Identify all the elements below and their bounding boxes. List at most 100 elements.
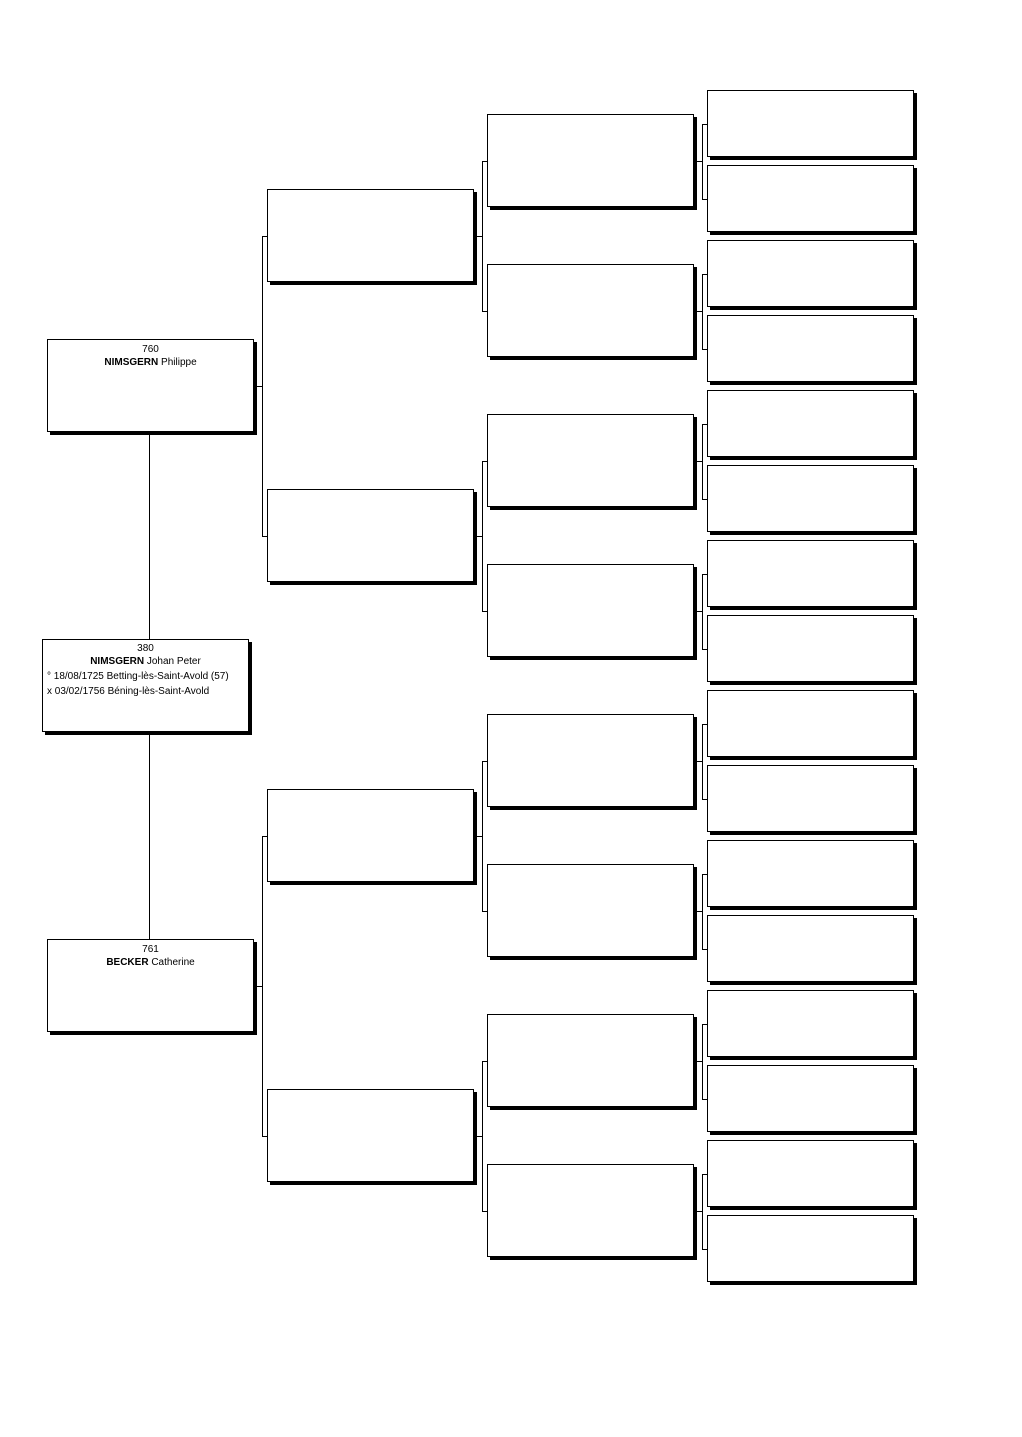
great-grandparent-box-6[interactable] [487, 864, 694, 957]
stub-great-grandparent-8 [694, 1211, 703, 1212]
stub-great-grandparent-3 [694, 461, 703, 462]
gg-grandparent-box-8[interactable] [707, 615, 914, 682]
bracket-great-grandparent-6-vertical [702, 874, 703, 950]
stub-grandparent-1 [474, 236, 483, 237]
bracket-great-grandparent-6-top [702, 874, 707, 875]
stub-grandparent-4 [474, 1136, 483, 1137]
bracket-grandparent-2-top [482, 461, 487, 462]
gg-grandparent-box-16[interactable] [707, 1215, 914, 1282]
bracket-great-grandparent-4-top [702, 574, 707, 575]
father-surname: NIMSGERN [104, 357, 159, 368]
root-marriage: x 03/02/1756 Béning-lès-Saint-Avold [47, 686, 210, 697]
great-grandparent-box-3[interactable] [487, 414, 694, 507]
bracket-grandparent-3-vertical [482, 761, 483, 912]
gg-grandparent-box-13[interactable] [707, 990, 914, 1057]
gg-grandparent-box-5[interactable] [707, 390, 914, 457]
great-grandparent-box-8[interactable] [487, 1164, 694, 1257]
bracket-father-bottom [262, 536, 267, 537]
grandparent-box-4[interactable] [267, 1089, 474, 1182]
bracket-great-grandparent-5-top [702, 724, 707, 725]
bracket-great-grandparent-5-vertical [702, 724, 703, 800]
bracket-great-grandparent-3-vertical [702, 424, 703, 500]
bracket-grandparent-1-bottom [482, 311, 487, 312]
bracket-great-grandparent-8-top [702, 1174, 707, 1175]
gg-grandparent-box-3[interactable] [707, 240, 914, 307]
bracket-great-grandparent-6-bottom [702, 949, 707, 950]
bracket-great-grandparent-8-bottom [702, 1249, 707, 1250]
bracket-great-grandparent-1-vertical [702, 124, 703, 200]
bracket-great-grandparent-7-top [702, 1024, 707, 1025]
gg-grandparent-box-12[interactable] [707, 915, 914, 982]
bracket-great-grandparent-2-top [702, 274, 707, 275]
bracket-great-grandparent-3-top [702, 424, 707, 425]
gg-grandparent-box-11[interactable] [707, 840, 914, 907]
bracket-grandparent-3-bottom [482, 911, 487, 912]
bracket-great-grandparent-2-bottom [702, 349, 707, 350]
root-birth: ° 18/08/1725 Betting-lès-Saint-Avold (57… [47, 671, 229, 682]
gg-grandparent-box-4[interactable] [707, 315, 914, 382]
gg-grandparent-box-2[interactable] [707, 165, 914, 232]
stub-great-grandparent-1 [694, 161, 703, 162]
bracket-mother-bottom [262, 1136, 267, 1137]
bracket-father-vertical [262, 236, 263, 537]
mother-given: Catherine [151, 957, 195, 968]
bracket-great-grandparent-2-vertical [702, 274, 703, 350]
father-number: 760 [142, 344, 159, 355]
stub-great-grandparent-6 [694, 911, 703, 912]
gg-grandparent-box-15[interactable] [707, 1140, 914, 1207]
bracket-grandparent-1-vertical [482, 161, 483, 312]
bracket-great-grandparent-1-bottom [702, 199, 707, 200]
root-number: 380 [137, 643, 154, 654]
stub-great-grandparent-2 [694, 311, 703, 312]
gg-grandparent-box-1[interactable] [707, 90, 914, 157]
gg-grandparent-box-9[interactable] [707, 690, 914, 757]
stub-great-grandparent-7 [694, 1061, 703, 1062]
mother-name: BECKER Catherine [48, 955, 253, 970]
great-grandparent-box-2[interactable] [487, 264, 694, 357]
root-given: Johan Peter [146, 656, 201, 667]
gg-grandparent-box-7[interactable] [707, 540, 914, 607]
bracket-great-grandparent-7-vertical [702, 1024, 703, 1100]
root-name: NIMSGERN Johan Peter [43, 654, 248, 669]
father-name: NIMSGERN Philippe [48, 355, 253, 370]
stub-grandparent-2 [474, 536, 483, 537]
bracket-grandparent-3-top [482, 761, 487, 762]
father-given: Philippe [161, 357, 197, 368]
bracket-grandparent-1-top [482, 161, 487, 162]
connector-father-root [149, 432, 150, 639]
stub-great-grandparent-5 [694, 761, 703, 762]
bracket-great-grandparent-8-vertical [702, 1174, 703, 1250]
grandparent-box-1[interactable] [267, 189, 474, 282]
gg-grandparent-box-14[interactable] [707, 1065, 914, 1132]
stub-grandparent-3 [474, 836, 483, 837]
bracket-mother-top [262, 836, 267, 837]
father-box[interactable]: 760 NIMSGERN Philippe [47, 339, 254, 432]
great-grandparent-box-1[interactable] [487, 114, 694, 207]
gg-grandparent-box-6[interactable] [707, 465, 914, 532]
great-grandparent-box-5[interactable] [487, 714, 694, 807]
bracket-mother-vertical [262, 836, 263, 1137]
bracket-great-grandparent-1-top [702, 124, 707, 125]
gg-grandparent-box-10[interactable] [707, 765, 914, 832]
root-surname: NIMSGERN [90, 656, 145, 667]
grandparent-box-3[interactable] [267, 789, 474, 882]
bracket-grandparent-2-vertical [482, 461, 483, 612]
bracket-grandparent-4-vertical [482, 1061, 483, 1212]
grandparent-box-2[interactable] [267, 489, 474, 582]
stub-father [254, 386, 263, 387]
bracket-great-grandparent-4-vertical [702, 574, 703, 650]
connector-root-mother [149, 732, 150, 939]
bracket-grandparent-4-bottom [482, 1211, 487, 1212]
great-grandparent-box-7[interactable] [487, 1014, 694, 1107]
great-grandparent-box-4[interactable] [487, 564, 694, 657]
bracket-grandparent-2-bottom [482, 611, 487, 612]
mother-box[interactable]: 761 BECKER Catherine [47, 939, 254, 1032]
bracket-grandparent-4-top [482, 1061, 487, 1062]
bracket-father-top [262, 236, 267, 237]
root-person-box[interactable]: 380 NIMSGERN Johan Peter ° 18/08/1725 Be… [42, 639, 249, 732]
bracket-great-grandparent-7-bottom [702, 1099, 707, 1100]
mother-number: 761 [142, 944, 159, 955]
bracket-great-grandparent-4-bottom [702, 649, 707, 650]
mother-surname: BECKER [106, 957, 149, 968]
